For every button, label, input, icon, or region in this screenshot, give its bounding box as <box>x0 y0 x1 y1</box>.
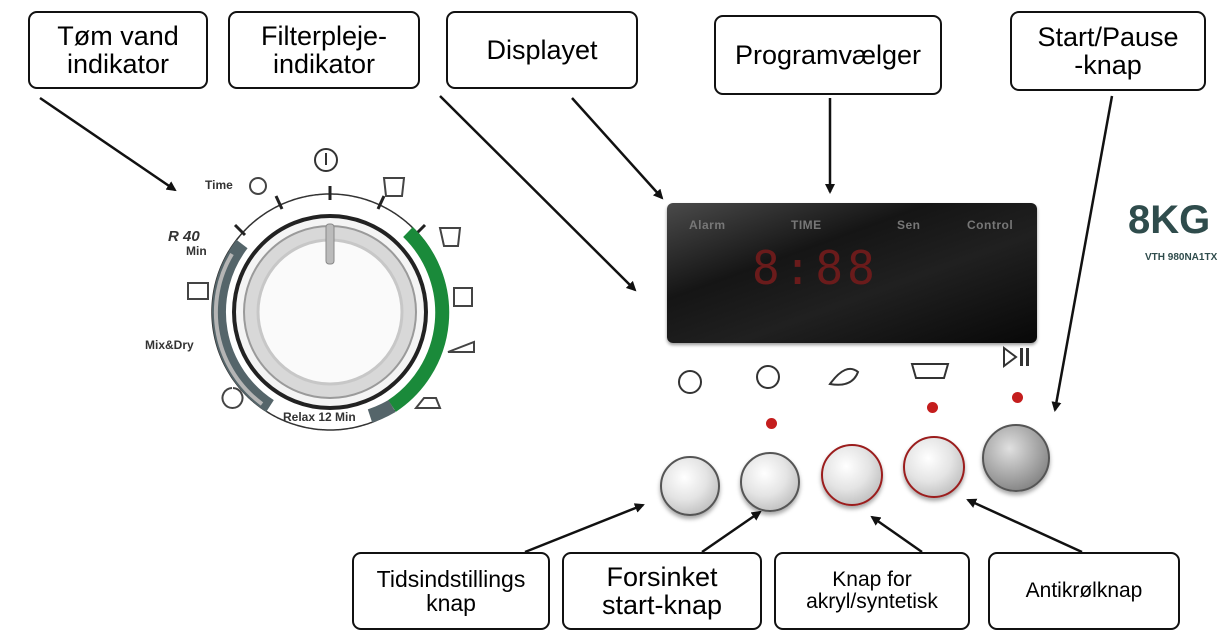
start-pause-button[interactable] <box>982 424 1050 492</box>
callout-akryl: Knap for akryl/syntetisk <box>774 552 970 630</box>
callout-line: indikator <box>272 49 376 79</box>
time-setting-button[interactable] <box>660 456 720 516</box>
display-control-label: Control <box>967 218 1014 232</box>
wool-icon <box>221 387 244 409</box>
callout-line: start-knap <box>601 590 723 620</box>
arrow-tidsindstilling <box>524 503 645 554</box>
arrow-start-pause <box>1051 95 1114 412</box>
anti-crease-button[interactable] <box>903 436 965 498</box>
arrow-forsinket <box>701 510 762 554</box>
program-dial <box>211 186 450 431</box>
callout-line: Tidsindstillings <box>376 565 526 592</box>
callout-line: Antikrølknap <box>1025 578 1143 602</box>
clock-icon <box>249 177 267 195</box>
callout-line: akryl/syntetisk <box>806 590 938 613</box>
power-icon <box>314 148 338 172</box>
callout-line: indikator <box>66 49 170 79</box>
leaf-icon <box>828 368 860 386</box>
callout-tidsindstilling: Tidsindstillings knap <box>352 552 550 630</box>
acrylic-synthetic-button[interactable] <box>821 444 883 506</box>
display-alarm-label: Alarm <box>689 218 726 232</box>
hanger-icon <box>447 340 475 353</box>
callout-filterpleje: Filterpleje- indikator <box>228 11 420 89</box>
iron-icon <box>413 397 442 409</box>
wardrobe-icon <box>453 287 473 307</box>
callout-forsinket: Forsinket start-knap <box>562 552 762 630</box>
arrow-displayet <box>571 97 664 200</box>
display-time-label: TIME <box>791 218 822 232</box>
callout-tom-vand: Tøm vand indikator <box>28 11 208 89</box>
anti-crease-icon <box>910 363 950 379</box>
callout-programvaelger: Programvælger <box>714 15 942 95</box>
bedding-icon <box>382 177 406 197</box>
display-digits: 8:88 <box>752 241 879 295</box>
anti-crease-led <box>927 402 938 413</box>
brand-logo: 8KG <box>1128 198 1211 242</box>
arrow-tom-vand <box>39 96 177 192</box>
dial-label-min: Min <box>186 244 207 258</box>
dial-label-r40: R 40 <box>168 228 200 245</box>
model-number: VTH 980NA1TX <box>1145 252 1218 263</box>
callout-line: Tøm vand <box>57 20 179 51</box>
callout-line: Displayet <box>486 34 598 65</box>
callout-line: Programvælger <box>734 39 922 70</box>
dial-label-mixdry: Mix&Dry <box>145 338 194 352</box>
callout-line: Filterpleje- <box>260 20 388 51</box>
clock-icon <box>678 370 702 394</box>
arrow-antikrol <box>966 498 1083 554</box>
tshirt-icon <box>438 227 462 247</box>
delay-start-button[interactable] <box>740 452 800 512</box>
start-pause-led <box>1012 392 1023 403</box>
callout-line: Knap for <box>832 567 912 591</box>
shirt-icon <box>187 282 209 300</box>
callout-line: -knap <box>1074 50 1142 80</box>
callout-line: knap <box>426 590 476 616</box>
dial-label-relax: Relax 12 Min <box>283 410 356 424</box>
callout-line: Forsinket <box>606 561 718 592</box>
callout-start-pause: Start/Pause -knap <box>1010 11 1206 91</box>
dial-label-time: Time <box>205 178 233 192</box>
arrow-akryl <box>870 515 923 554</box>
callout-antikrol: Antikrølknap <box>988 552 1180 630</box>
display-sense-label: Sen <box>897 218 921 232</box>
delay-start-led <box>766 418 777 429</box>
callout-line: Start/Pause <box>1037 21 1179 52</box>
play-pause-icon <box>1003 346 1029 368</box>
delay-start-icon <box>756 365 780 389</box>
control-display: Alarm TIME Sen Control 8:88 <box>667 203 1037 343</box>
callout-displayet: Displayet <box>446 11 638 89</box>
arrow-filterpleje <box>439 95 637 292</box>
